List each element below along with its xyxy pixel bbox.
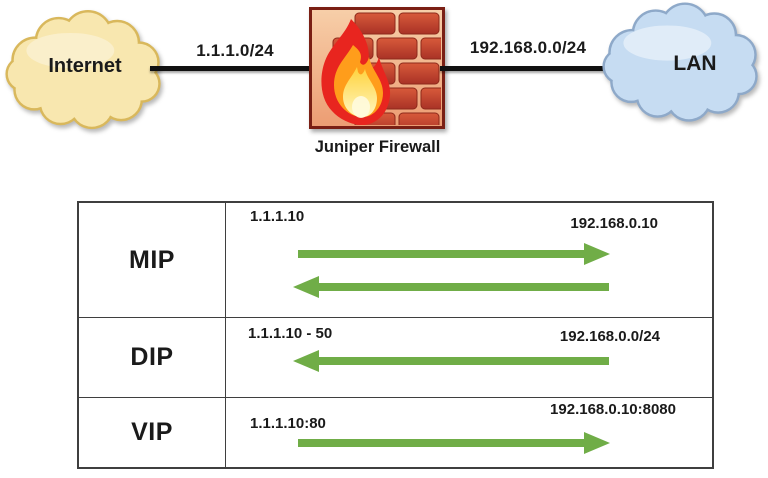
nat-mapping-table: MIP 1.1.1.10 192.168.0.10 DIP 1.1.1.10 -… [77, 201, 714, 469]
arrow-right-icon [298, 243, 610, 265]
right-link-line [440, 66, 610, 71]
nat-row-mip-type: MIP [79, 203, 226, 317]
arrow-left-icon [293, 350, 609, 372]
nat-row-dip-content: 1.1.1.10 - 50 192.168.0.0/24 [226, 317, 712, 397]
left-link-label: 1.1.1.0/24 [196, 41, 274, 60]
lan-label: LAN [673, 52, 717, 75]
flame [321, 19, 391, 125]
firewall-brick-flame-icon [309, 7, 445, 129]
mip-external-ip: 1.1.1.10 [250, 208, 305, 225]
right-link-label: 192.168.0.0/24 [469, 38, 587, 57]
dip-internal-subnet: 192.168.0.0/24 [559, 328, 660, 345]
dip-external-range: 1.1.1.10 - 50 [248, 325, 333, 342]
mip-internal-ip: 192.168.0.10 [570, 215, 658, 232]
lan-cloud-icon [602, 2, 758, 122]
arrow-right-icon [298, 432, 610, 454]
internet-label: Internet [48, 55, 122, 77]
vip-internal-socket: 192.168.0.10:8080 [550, 401, 676, 418]
left-link-line [150, 66, 315, 71]
nat-row-vip-type: VIP [79, 397, 226, 467]
nat-row-dip-type: DIP [79, 317, 226, 397]
nat-row-mip-content: 1.1.1.10 192.168.0.10 [226, 203, 712, 317]
nat-row-vip-content: 192.168.0.10:8080 1.1.1.10:80 [226, 397, 712, 467]
vip-external-socket: 1.1.1.10:80 [250, 415, 326, 432]
internet-cloud-icon [5, 10, 161, 130]
firewall-label: Juniper Firewall [314, 138, 441, 156]
arrow-left-icon [293, 276, 609, 298]
